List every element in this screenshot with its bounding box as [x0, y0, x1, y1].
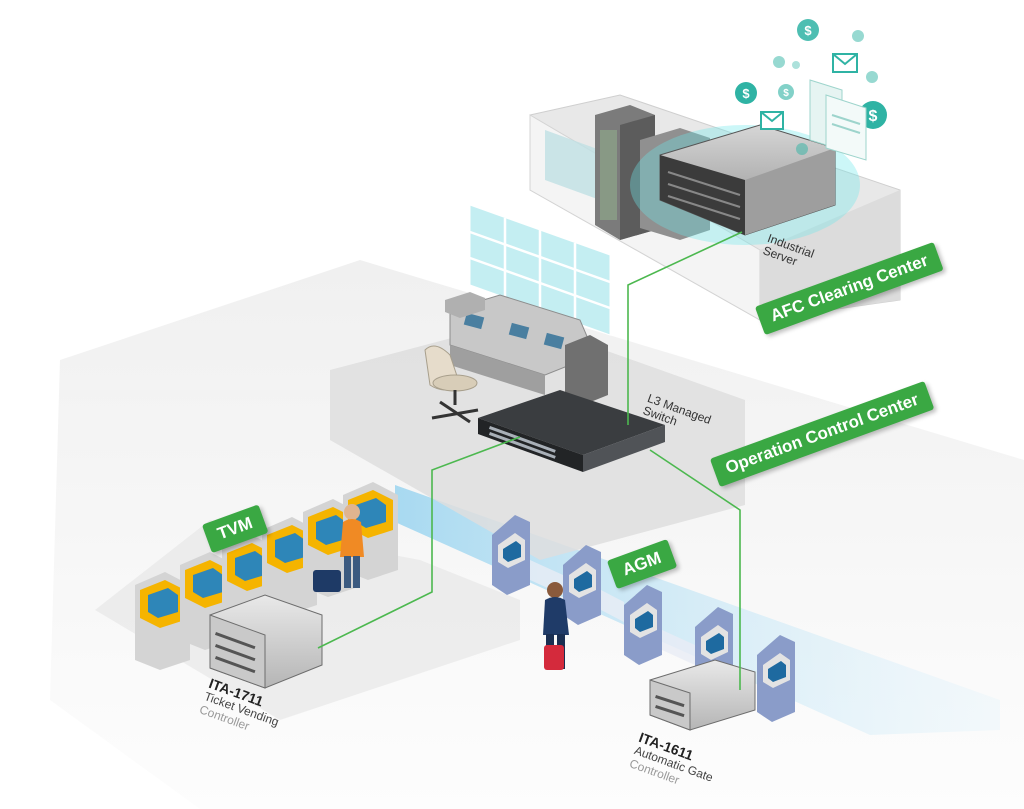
dollar-coin-icon [796, 143, 808, 155]
ticket-vending-machine [135, 572, 190, 670]
automatic-gate [624, 585, 662, 665]
l3-managed-switch [478, 390, 665, 472]
agm-gates [492, 515, 795, 722]
operator-chair [424, 345, 479, 424]
video-wall [469, 204, 611, 336]
dollar-sign: $ [869, 108, 878, 125]
dollar-sign: $ [783, 88, 789, 99]
dollar-coin-icon [852, 30, 864, 42]
dollar-coin-icon [778, 84, 794, 100]
passenger-with-suitcase [543, 582, 569, 670]
dollar-coin-icon [797, 19, 819, 41]
invoice-icon [809, 79, 867, 161]
connection-switch-to-gate-controller [649, 449, 741, 690]
envelope-icon [832, 53, 858, 73]
network-connections [317, 231, 743, 690]
ita-1611-controller [649, 659, 756, 731]
ita-1711-controller [209, 594, 323, 689]
automatic-gate [492, 515, 530, 595]
control-console [445, 292, 608, 405]
connection-server-to-switch [627, 231, 743, 425]
automatic-gate [757, 635, 795, 722]
financial-icons: $ $ $ $ [735, 19, 887, 161]
dollar-coin-icon [773, 56, 785, 68]
automatic-gate [563, 545, 601, 625]
dollar-coin-icon [735, 82, 757, 104]
industrial-server [630, 124, 860, 245]
dollar-sign: $ [804, 23, 812, 38]
dollar-sign: $ [742, 86, 750, 101]
dollar-coin-icon [866, 71, 878, 83]
dollar-coin-icon [792, 61, 800, 69]
connection-switch-to-tvm-controller [317, 436, 521, 649]
envelope-icon [760, 111, 784, 130]
passenger-at-tvm [313, 504, 364, 592]
